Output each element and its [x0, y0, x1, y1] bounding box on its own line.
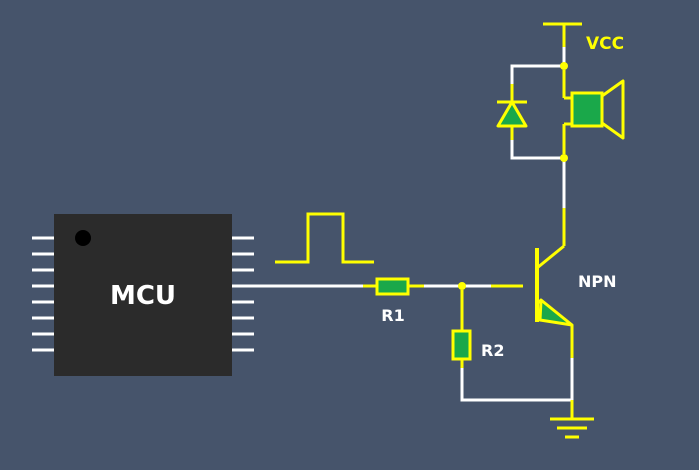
flyback-diode-icon	[496, 100, 528, 128]
resistor-r2	[451, 329, 472, 361]
resistor-r1	[375, 277, 410, 296]
transistor-emitter-arrow	[538, 298, 574, 327]
resistor-r2-label: R2	[481, 341, 504, 360]
mcu-right-pins	[232, 236, 254, 352]
speaker-cone	[600, 79, 625, 140]
vcc-label: VCC	[586, 34, 624, 54]
ground-icon	[550, 417, 594, 439]
base-junction	[458, 282, 466, 290]
top-junction	[560, 62, 568, 70]
mcu-label: MCU	[110, 281, 176, 311]
mcu-chip: MCU	[32, 214, 254, 376]
speaker-magnet	[570, 91, 604, 128]
r2-ground-wire	[460, 368, 572, 402]
transistor-label: NPN	[578, 272, 617, 291]
bottom-junction	[560, 154, 568, 162]
mcu-left-pins	[32, 236, 54, 352]
speaker-icon	[562, 70, 625, 154]
npn-transistor-icon	[535, 244, 574, 327]
diode-body	[496, 100, 528, 128]
mcu-pin1-marker	[75, 230, 91, 246]
vcc-terminal-icon	[543, 22, 582, 47]
resistor-r1-label: R1	[381, 306, 404, 325]
square-pulse-icon	[275, 212, 374, 264]
transistor-collector-lead	[536, 244, 565, 270]
